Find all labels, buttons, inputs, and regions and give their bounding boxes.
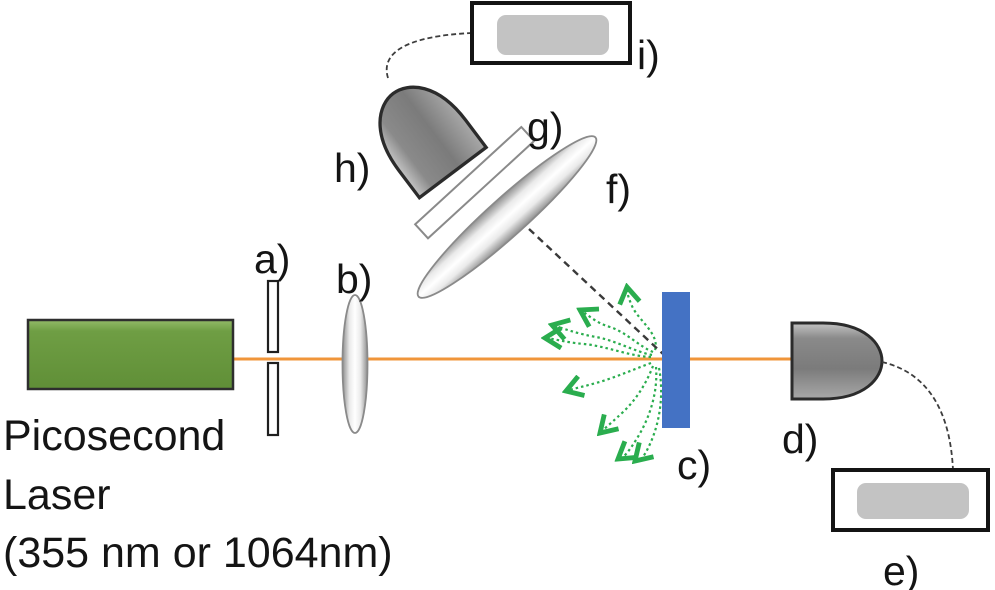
forward-readout-box — [831, 468, 990, 532]
label-scatter-readout: i) — [637, 32, 660, 78]
filter-plate — [413, 125, 536, 240]
scatter-arrow-up — [627, 287, 657, 351]
label-filter: g) — [527, 104, 563, 150]
forward-detector — [790, 321, 884, 401]
label-sample: c) — [677, 442, 711, 488]
laser-caption-line-3: (355 nm or 1064nm) — [3, 529, 393, 577]
aperture-bottom-blade — [266, 361, 280, 437]
collection-lens — [416, 135, 598, 299]
label-forward-readout: e) — [883, 548, 919, 590]
label-focusing-lens: b) — [336, 256, 372, 302]
aperture-slit — [266, 279, 280, 437]
scatter-detector — [378, 85, 489, 200]
scatter-arrow-upleft-1 — [580, 310, 654, 354]
scatter-readout-screen — [497, 15, 609, 55]
label-scatter-detector: h) — [334, 145, 370, 191]
collection-path-dashed-line — [528, 228, 664, 355]
sample-slab — [662, 292, 690, 428]
scatter-arrow-down-2 — [635, 367, 663, 461]
label-forward-detector: d) — [782, 416, 818, 462]
cable-scatter-detector-to-readout — [385, 32, 473, 79]
label-aperture: a) — [254, 236, 290, 282]
laser-caption-line-2: Laser — [3, 471, 111, 519]
laser-box — [26, 318, 235, 391]
cable-forward-detector-to-readout — [881, 361, 954, 471]
scatter-arrow-left — [545, 338, 652, 359]
scatter-arrow-down-1 — [618, 366, 658, 459]
focusing-lens — [341, 294, 369, 434]
laser-caption: Picosecond Laser (355 nm or 1064nm) — [3, 412, 393, 577]
aperture-top-blade — [266, 279, 280, 354]
label-collection-lens: f) — [606, 166, 631, 212]
laser-caption-line-1: Picosecond — [3, 412, 225, 460]
scatter-arrow-leftdown — [566, 361, 652, 391]
scattered-light-arrows — [545, 287, 663, 461]
forward-readout-screen — [857, 483, 969, 519]
scatter-readout-box — [470, 1, 632, 65]
scatter-arrow-downleft — [600, 365, 655, 433]
